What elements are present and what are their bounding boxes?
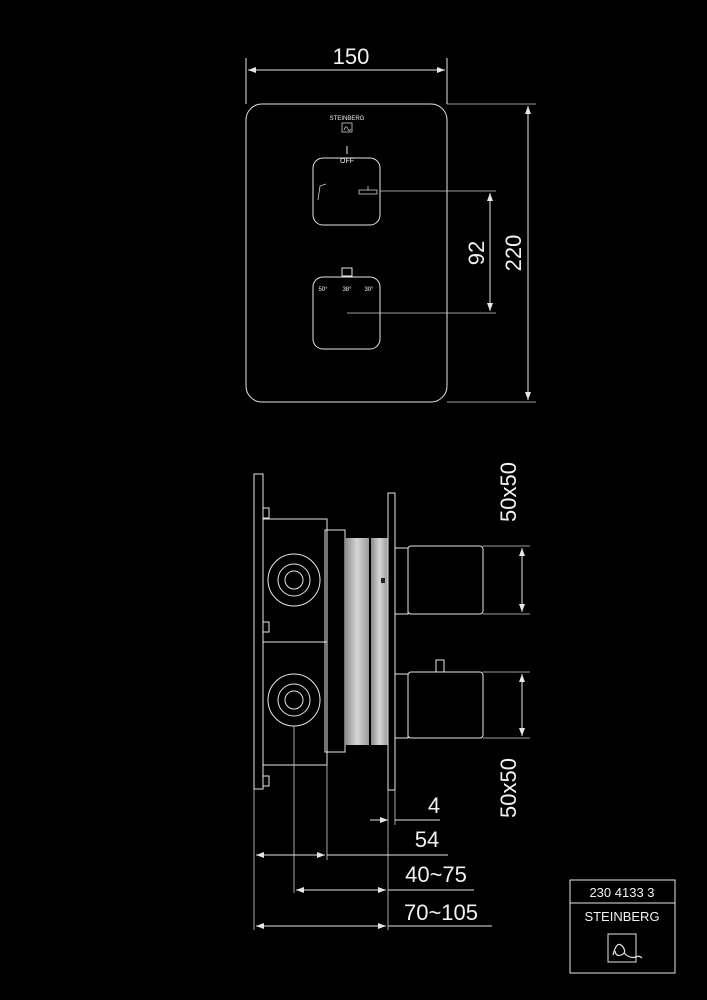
brand-logo-icon	[341, 122, 353, 133]
spacing-dim-label: 92	[464, 241, 489, 265]
body-depth-dimension: 54	[256, 827, 448, 858]
shower-head-icon	[358, 186, 378, 195]
temp-label-50: 50°	[318, 287, 328, 293]
depth-dim-2-label: 70~105	[404, 900, 478, 925]
lower-handle-base	[394, 673, 409, 739]
bottom-valve-dim-label: 50x50	[496, 758, 521, 818]
thermostat-stem	[341, 267, 353, 277]
brand-name: STEINBERG	[584, 909, 659, 924]
upper-handle	[312, 157, 381, 226]
height-dim-label: 220	[501, 235, 526, 272]
side-view: 50x50 50x50 4 54 4	[253, 462, 530, 930]
width-dim-label: 150	[333, 44, 370, 69]
top-valve-dimension: 50x50	[483, 462, 530, 615]
body-collar	[324, 529, 346, 753]
front-view: 150 STEINBERG OFF 50° 38° 30° 92	[245, 44, 536, 403]
upper-port	[267, 553, 321, 607]
depth-range-1-dimension: 40~75	[296, 862, 474, 893]
plate-dim-label: 4	[428, 793, 440, 818]
lower-port	[267, 673, 321, 727]
title-block: 230 4133 3 STEINBERG	[569, 879, 676, 974]
cover-plate-profile	[387, 492, 396, 791]
body-dim-label: 54	[415, 827, 439, 852]
depth-dim-1-label: 40~75	[405, 862, 467, 887]
temp-label-38: 38°	[342, 287, 352, 293]
plate-thickness-dimension: 4	[370, 793, 440, 823]
handle-arrow-icon	[317, 183, 327, 201]
temp-label-30: 30°	[364, 287, 374, 293]
protective-sleeve	[345, 538, 369, 745]
mounting-bracket	[253, 473, 264, 790]
height-dimension: 220	[447, 103, 536, 403]
handle-stem	[435, 659, 445, 673]
lower-handle-profile	[407, 671, 484, 739]
top-valve-dim-label: 50x50	[496, 462, 521, 522]
plate-brand-mark: STEINBERG	[330, 116, 365, 122]
upper-handle-base	[394, 547, 409, 615]
cover-plate	[245, 103, 448, 403]
article-number: 230 4133 3	[589, 885, 654, 900]
steinberg-logo-icon	[607, 933, 643, 963]
spacing-dimension: 92	[347, 190, 496, 314]
off-label: OFF	[340, 158, 354, 165]
width-dimension: 150	[245, 44, 448, 104]
bottom-valve-dimension: 50x50	[483, 671, 530, 818]
depth-range-2-dimension: 70~105	[256, 900, 492, 929]
upper-handle-profile	[407, 545, 484, 615]
